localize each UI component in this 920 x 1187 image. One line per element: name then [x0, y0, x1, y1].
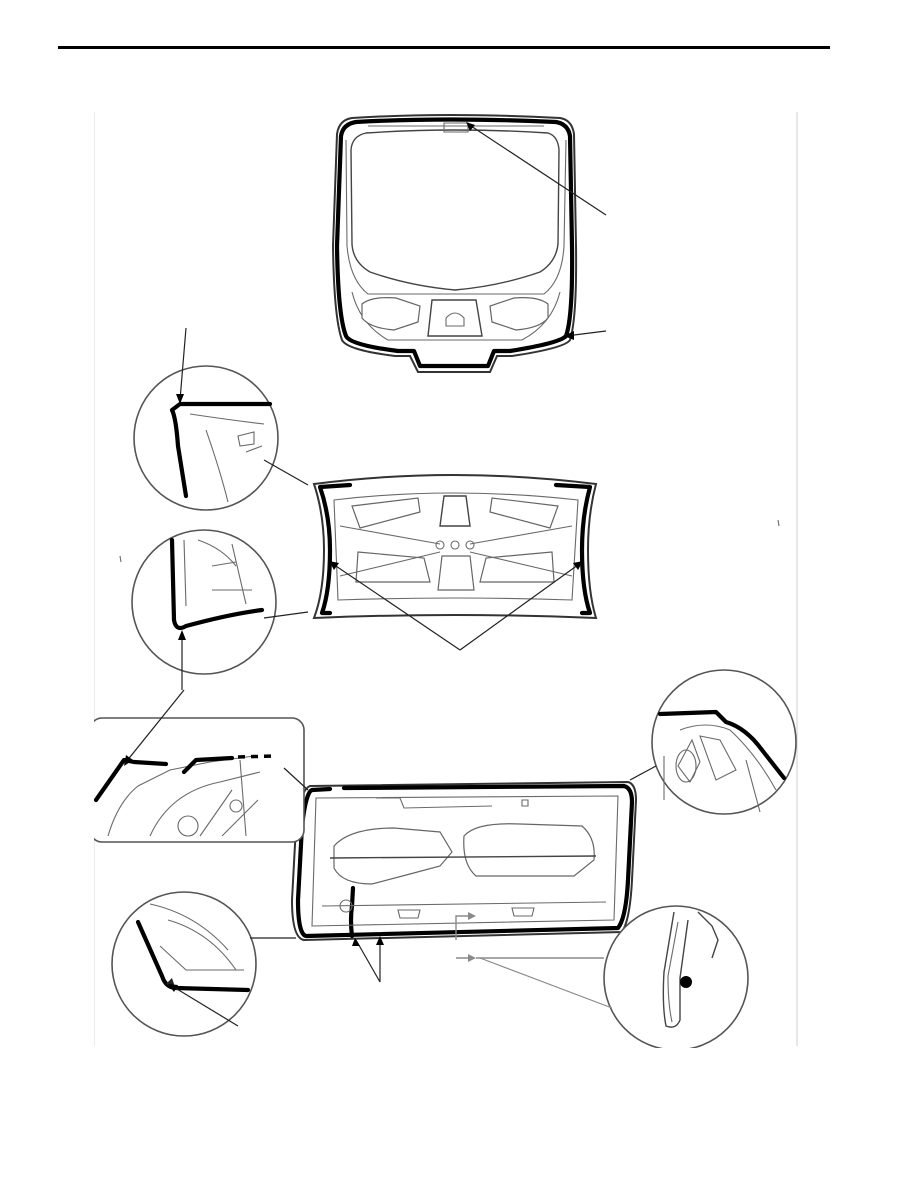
rear-door-panel [290, 780, 638, 942]
callout-door-upper-right [629, 669, 797, 815]
callout-seal-corner [169, 401, 273, 499]
callout-connector-lower [479, 957, 613, 1009]
back-door-latch [445, 312, 465, 327]
trunk-lid-latch-housing [439, 495, 471, 527]
callout-connector [263, 459, 309, 486]
back-door-window-opening [350, 129, 560, 291]
section-marker-arrow-bottom [468, 954, 476, 962]
callout-detail [183, 539, 252, 607]
door-inner-frame [311, 795, 619, 927]
callout-connector [263, 611, 309, 619]
callout-section-inner [667, 921, 679, 1023]
callout-detail [149, 903, 244, 971]
arrowhead-callout-upper-left [176, 394, 184, 404]
trunk-lid [312, 474, 598, 620]
callout-seal-corner [169, 537, 265, 631]
trunk-lid-seal-right [553, 482, 593, 616]
trunk-lid-center-hole-middle [450, 540, 460, 550]
callout-door-section [476, 905, 749, 1048]
door-upper-bracket [376, 797, 529, 809]
callout-door-upper-left [94, 717, 309, 843]
callout-trunk-lid-upper-left [133, 365, 309, 511]
callout-detail [189, 413, 265, 503]
arrowhead-door-drain-right [376, 936, 384, 945]
back-door-outer-panel [331, 114, 578, 373]
callout-seal-step [181, 755, 235, 775]
callout-circle [603, 905, 749, 1048]
trunk-lid-center-brace [339, 525, 573, 577]
callout-hole-upper [229, 799, 243, 813]
trunk-lid-upper-right-cutout [489, 497, 559, 529]
door-mount-tab-right [511, 907, 535, 917]
sealant-application-diagram [94, 112, 798, 1048]
trunk-lid-center-lower-cutout [437, 555, 475, 591]
callout-circle [111, 891, 257, 1037]
leader-trunk-lid-left [329, 561, 461, 651]
arrowhead-back-door-top [466, 122, 475, 131]
trunk-lid-seal-left [317, 482, 353, 616]
leader-back-door-top [467, 123, 607, 216]
callout-circle [131, 529, 277, 675]
leader-trunk-lid-right [459, 561, 583, 651]
callout-door-lower-left [111, 891, 296, 1037]
arrowhead-callout-lower-left [178, 630, 186, 640]
leader-callout-door-upper-left [125, 689, 185, 763]
back-door-center-latch-housing [427, 299, 483, 337]
back-door-seal [334, 117, 575, 369]
page-header-rule [58, 46, 830, 49]
callout-detail [107, 755, 261, 837]
callout-circle [651, 669, 797, 815]
section-marker [455, 915, 470, 959]
leader-door-drain-left [355, 939, 381, 983]
trunk-lid-center-hole-left [435, 540, 445, 550]
door-large-upper-cutout [333, 827, 453, 885]
arrowhead-callout-door-upper-left [124, 755, 133, 766]
scan-mark-right [777, 519, 780, 527]
door-large-right-cutout [463, 823, 595, 877]
back-door-top-hinge [443, 122, 469, 133]
callout-connector [629, 765, 657, 781]
back-door-right-cutout [489, 297, 549, 331]
door-horizontal-rib [329, 855, 597, 859]
leader-callout-upper-left-pointer [179, 327, 187, 401]
hatchback-back-door [331, 114, 578, 373]
door-mount-tab-left [397, 909, 421, 919]
callout-seal-bead [680, 976, 692, 988]
arrowhead-trunk-lid-left [329, 561, 339, 570]
back-door-inner-frame [345, 139, 567, 295]
callout-circle [133, 365, 279, 511]
callout-connector [283, 767, 309, 791]
scan-mark [119, 555, 122, 563]
callout-hole-lower [177, 815, 199, 837]
trunk-lid-inner-frame [333, 492, 579, 601]
arrowhead-trunk-lid-right [573, 561, 583, 570]
door-vertical-drain-seal [348, 885, 356, 939]
callout-seal-corner [657, 709, 787, 781]
callout-section-profile [662, 911, 719, 1028]
arrowhead-callout-door-lower-left [168, 984, 178, 992]
door-lower-rib [321, 901, 607, 907]
leader-callout-door-lower-left [171, 985, 239, 1027]
callout-box [94, 717, 305, 843]
section-marker-arrow-top [468, 912, 476, 920]
door-left-hole [339, 899, 353, 913]
arrowhead-back-door-side [564, 331, 574, 340]
back-door-lower-panel [351, 291, 561, 341]
callout-oval [675, 749, 697, 783]
trunk-lid-upper-left-cutout [351, 497, 421, 529]
callout-detail [663, 724, 777, 813]
callout-seal-dashed [237, 754, 275, 759]
arrowhead-door-drain-left [352, 938, 360, 946]
callout-trunk-lid-lower-left [131, 529, 309, 675]
trunk-lid-center-hole-right [465, 540, 475, 550]
back-door-left-cutout [361, 297, 421, 331]
